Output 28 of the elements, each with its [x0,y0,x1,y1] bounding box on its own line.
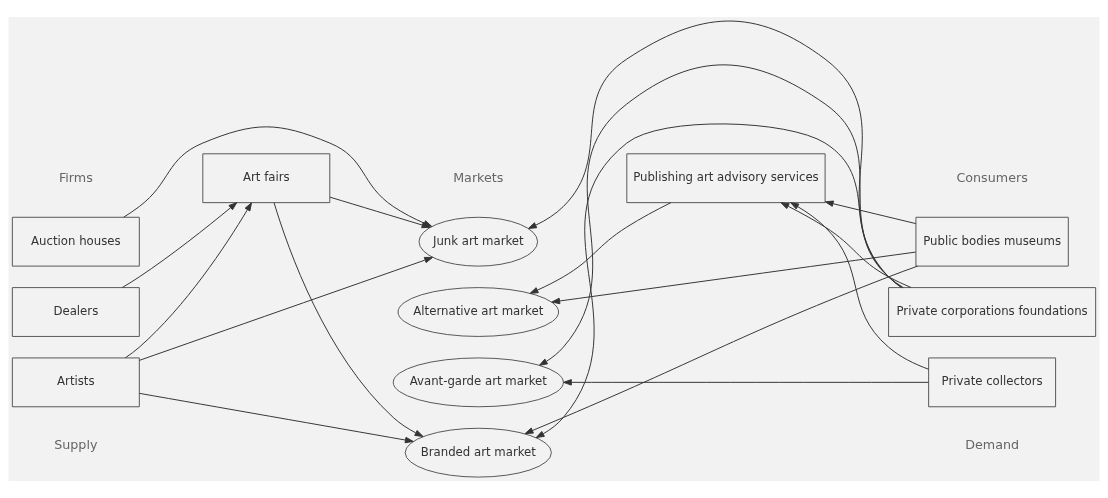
arrow [273,202,424,437]
arrow [138,256,434,361]
node-box: Public bodies museums [915,216,1069,267]
arrow [538,64,903,366]
arrow [563,379,930,386]
arrow [124,202,252,359]
arrow [138,392,414,444]
arrow [824,200,917,225]
arrow [527,20,902,288]
arrow [535,123,904,439]
arrow [790,202,930,370]
node-box: Auction houses [11,216,140,267]
node-box: Art fairs [202,153,331,204]
node-box: Artists [11,357,140,408]
node-box: Dealers [11,287,140,337]
node-box: Publishing art advisory services [626,153,826,204]
arrow [121,202,238,288]
label: Consumers [956,169,1028,185]
label: Markets [453,169,504,185]
arrow [551,251,917,305]
label: Supply [54,437,98,453]
node-box: Private collectors [928,357,1057,408]
label: Firms [58,169,93,185]
arrow [529,202,672,294]
node-box: Private corporations foundations [888,287,1097,337]
arrow [524,265,918,435]
arrow [780,202,912,288]
label: Demand [965,437,1020,453]
